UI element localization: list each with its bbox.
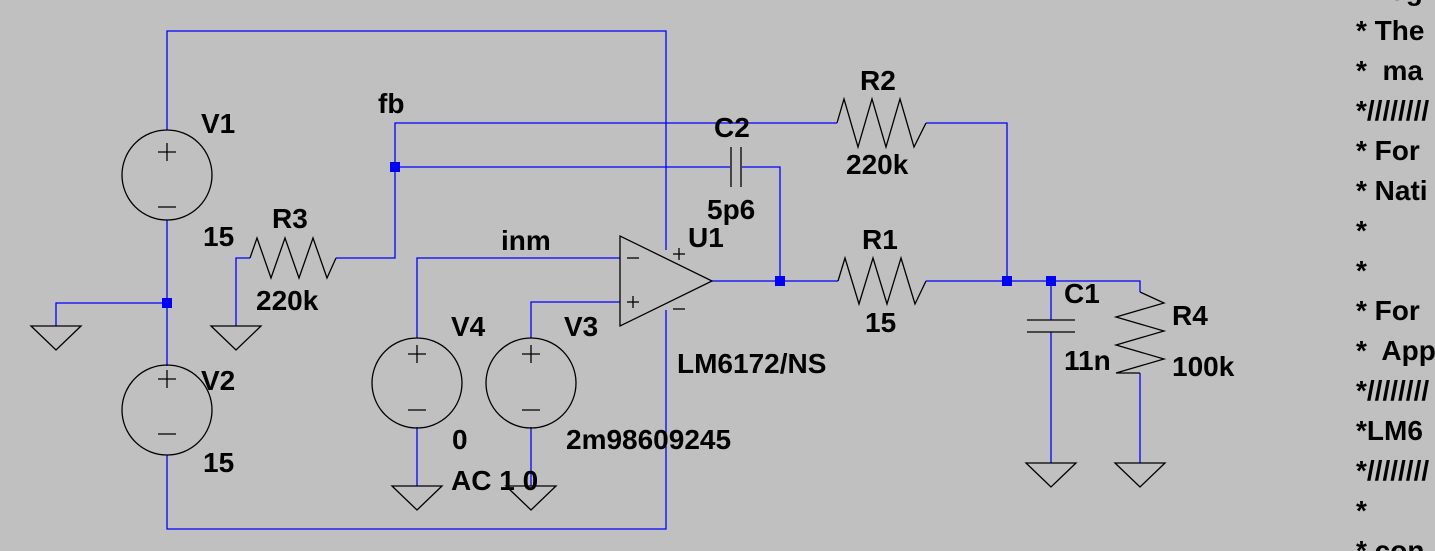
v3-name-label: V3 [564,311,598,342]
r3-name-label: R3 [272,203,308,234]
resistor-r2[interactable] [836,96,927,150]
spice-comment-line: * ma [1356,55,1423,86]
spice-comment-line: * con [1356,535,1424,551]
u1-value-label: LM6172/NS [677,348,826,379]
spice-comment-line: *//////// [1356,455,1429,486]
wire-v3-inp[interactable] [530,301,620,338]
spice-comment-line: *//////// [1356,95,1429,126]
spice-comment-line: * [1356,495,1367,526]
junction-c1 [1046,276,1056,286]
spice-comment-line: * Nati [1356,175,1428,206]
wire-r3-fb[interactable] [336,167,396,259]
r1-name-label: R1 [862,224,898,255]
net-label-fb: fb [378,88,404,119]
voltage-source-v1[interactable] [121,129,213,221]
r1-value-label: 15 [865,307,896,338]
wire-vplus[interactable] [166,30,667,250]
voltage-source-v3[interactable] [485,337,577,429]
spice-comment-block: Log * The * ma *//////// * For * Nati * * * For *… [1356,0,1435,551]
r2-name-label: R2 [860,65,896,96]
u1-name-label: U1 [688,222,724,253]
ground-symbol[interactable] [1024,462,1078,488]
ground-symbol[interactable] [1113,462,1167,488]
wire-fb-r2[interactable] [394,122,837,167]
v3-value-label: 2m98609245 [566,424,731,455]
wire-inm[interactable] [416,257,620,338]
wire-r1-load[interactable] [926,280,1141,292]
ground-symbol[interactable] [29,325,83,351]
net-label-inm: inm [501,225,551,256]
wire-gnd-supply[interactable] [55,302,167,326]
voltage-source-v2[interactable] [121,364,213,456]
voltage-source-v4[interactable] [371,337,463,429]
c2-name-label: C2 [714,112,750,143]
ground-symbol[interactable] [390,485,444,511]
v4-ac-label: AC 1 0 [451,465,538,496]
c1-value-label: 11n [1064,345,1111,376]
resistor-r3[interactable] [249,236,337,280]
ground-symbol[interactable] [504,485,558,511]
spice-comment-line: * The [1356,15,1424,46]
c2-value-label: 5p6 [707,194,755,225]
wire-r2-out[interactable] [926,122,1008,281]
spice-comment-line: * [1356,215,1367,246]
wire-r3-gnd[interactable] [235,257,250,326]
spice-comment-line: *LM6 [1356,415,1423,446]
grounds [29,325,1167,511]
v1-name-label: V1 [201,108,235,139]
junction-r2 [1002,276,1012,286]
spice-comment-line: Log [1356,0,1423,6]
spice-comment-line: * For [1356,295,1420,326]
v4-name-label: V4 [451,311,486,342]
capacitor-c1[interactable] [1027,319,1075,333]
r4-value-label: 100k [1172,351,1235,382]
r2-value-label: 220k [846,149,909,180]
spice-comment-line: *//////// [1356,375,1429,406]
wire-c2-out[interactable] [742,166,781,281]
resistor-r4[interactable] [1113,291,1167,374]
v4-value-label: 0 [452,424,468,455]
spice-comment-line: * For [1356,135,1420,166]
junction-out [775,276,785,286]
wire-vminus[interactable] [166,310,667,530]
junction-gnd [162,298,172,308]
v2-name-label: V2 [201,365,235,396]
v2-value-label: 15 [203,447,234,478]
junction-fb [390,162,400,172]
v1-value-label: 15 [203,221,234,252]
spice-comment-line: * [1356,255,1367,286]
junctions [162,162,1056,308]
ground-symbol[interactable] [209,325,263,351]
resistor-r1[interactable] [837,255,927,307]
spice-comment-line: * App [1356,335,1435,366]
capacitor-c2[interactable] [730,147,742,187]
c1-name-label: C1 [1064,278,1100,309]
opamp-u1[interactable] [619,234,714,328]
r3-value-label: 220k [256,285,319,316]
r4-name-label: R4 [1172,300,1208,331]
